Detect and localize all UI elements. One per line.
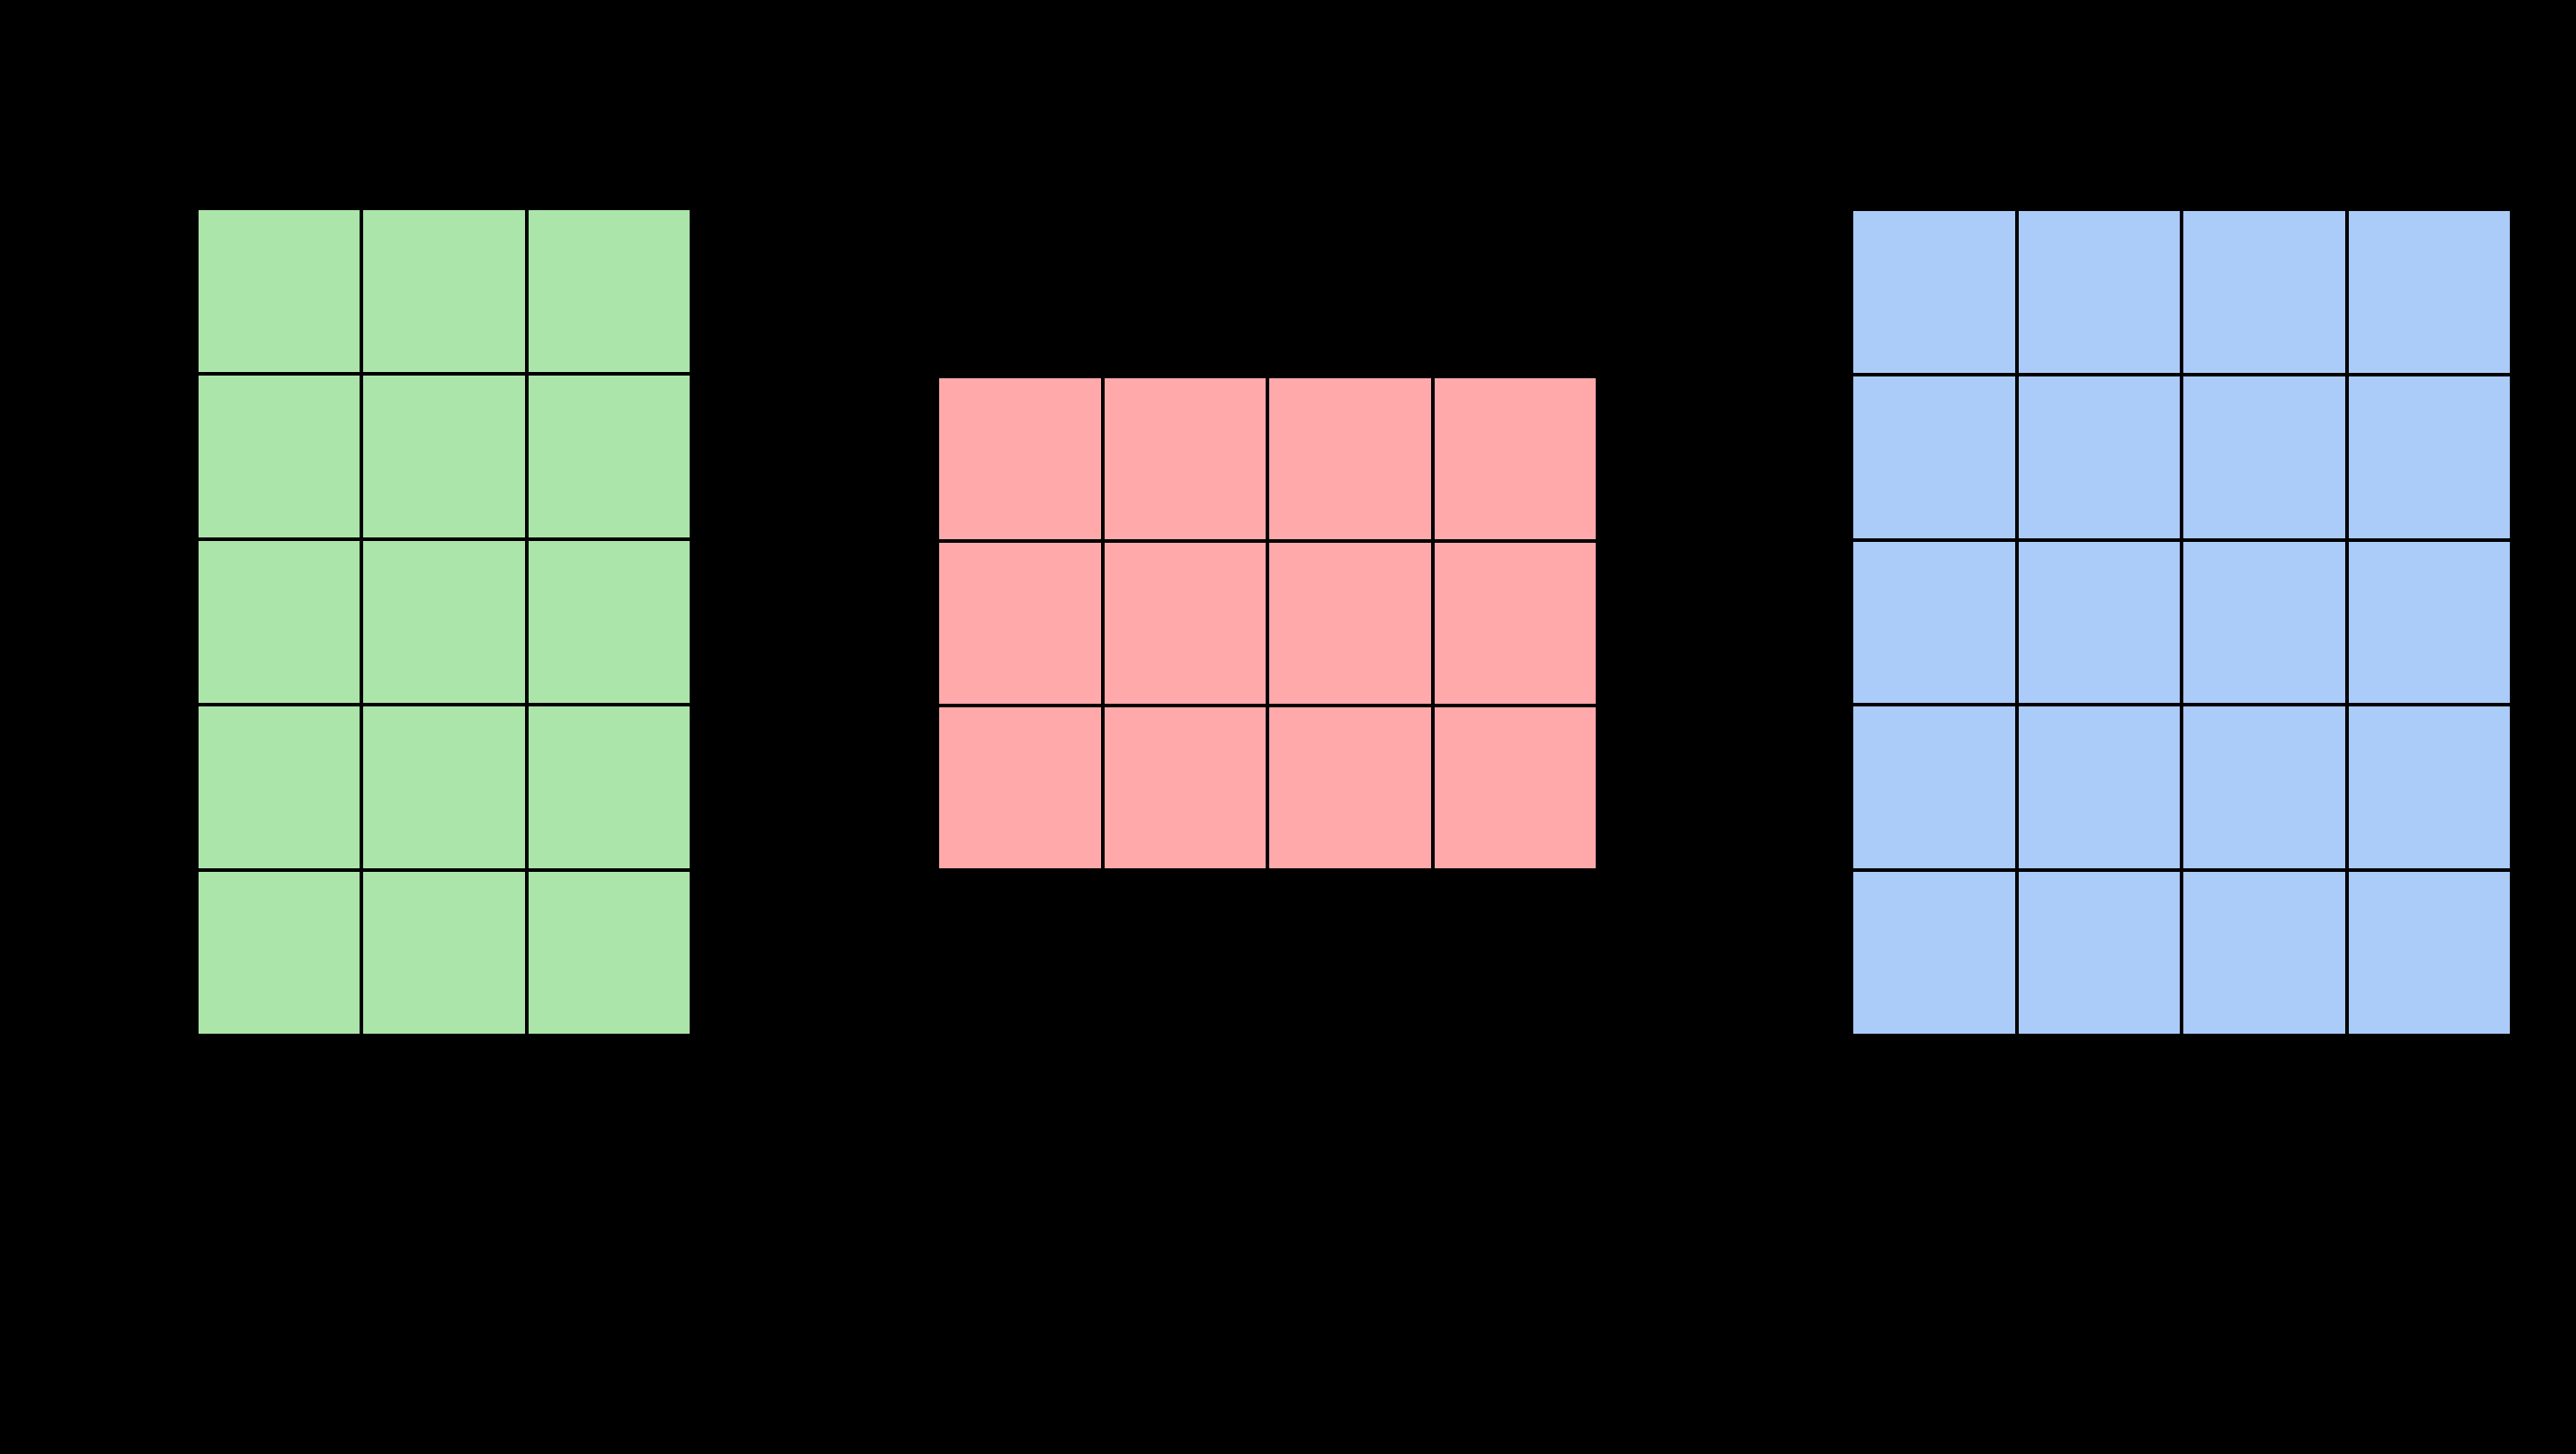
grid-cell <box>937 541 1103 706</box>
grid-cell <box>1267 706 1433 870</box>
grid-cell <box>2182 539 2347 706</box>
grid-cell <box>197 539 362 705</box>
grid-cell <box>197 705 362 870</box>
grid-cell <box>1852 870 2017 1036</box>
grid-cell <box>1852 705 2017 871</box>
grid-cell <box>2182 705 2347 871</box>
grid-cell <box>361 870 527 1036</box>
grid-cell <box>526 539 691 705</box>
grid-cell <box>1432 376 1597 541</box>
grid-cell <box>2016 209 2182 375</box>
grid-cell <box>1267 541 1433 706</box>
matrix-grid-pink <box>937 376 1597 870</box>
grid-cell <box>2182 870 2347 1036</box>
grid-cell <box>361 208 527 374</box>
grid-cell <box>197 208 362 374</box>
grid-cell <box>1102 376 1267 541</box>
grid-cell <box>1852 374 2017 540</box>
grid-cell <box>2016 374 2182 540</box>
grid-cell <box>526 705 691 870</box>
grid-cell <box>1852 209 2017 375</box>
grid-cell <box>2016 705 2182 871</box>
grid-cell <box>2182 209 2347 375</box>
grid-cell <box>1102 706 1267 870</box>
grid-cell <box>1432 541 1597 706</box>
grid-cell <box>1432 706 1597 870</box>
grid-cell <box>526 374 691 539</box>
grid-cell <box>526 870 691 1036</box>
grid-cell <box>1267 376 1433 541</box>
grid-cell <box>526 208 691 374</box>
grid-cell <box>1852 539 2017 706</box>
matrix-grid-green <box>197 208 691 1036</box>
grid-cell <box>2016 870 2182 1036</box>
grid-cell <box>361 539 527 705</box>
grid-cell <box>937 376 1103 541</box>
grid-cell <box>2346 870 2512 1036</box>
grid-cell <box>2346 374 2512 540</box>
grid-cell <box>197 870 362 1036</box>
grid-cell <box>361 374 527 539</box>
grid-cell <box>2346 705 2512 871</box>
grid-cell <box>1102 541 1267 706</box>
matrix-grid-blue <box>1852 209 2512 1036</box>
grid-cell <box>937 706 1103 870</box>
grid-cell <box>361 705 527 870</box>
grid-cell <box>2016 539 2182 706</box>
grid-cell <box>2346 209 2512 375</box>
grid-cell <box>2182 374 2347 540</box>
grid-cell <box>197 374 362 539</box>
grid-cell <box>2346 539 2512 706</box>
